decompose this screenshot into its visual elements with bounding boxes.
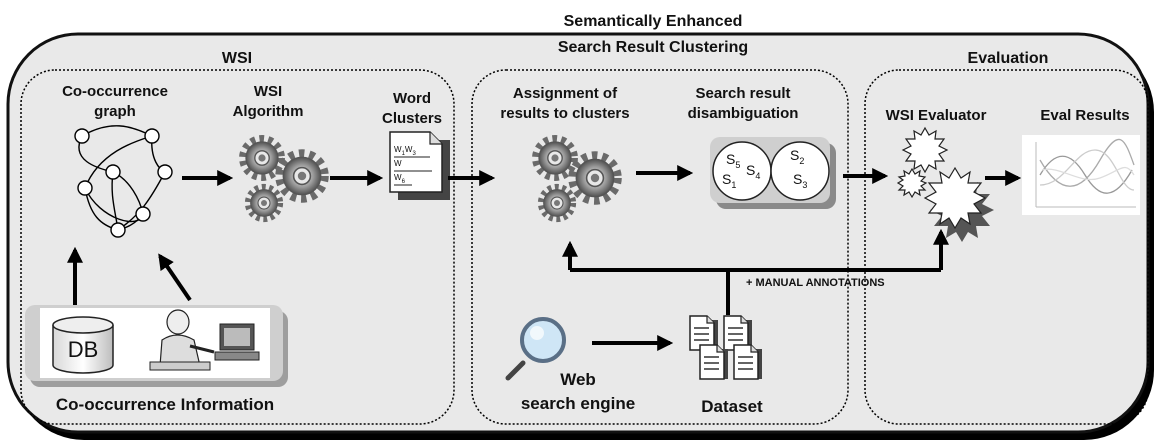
- word-clusters-label-2: Clusters: [382, 110, 442, 127]
- cooccurrence-info-label: Co-occurrence Information: [56, 395, 274, 414]
- srch-section: [471, 69, 849, 425]
- search-arrows: [562, 165, 949, 351]
- doc-line-3: W6: [394, 173, 406, 185]
- eval-results-chart-icon: [1022, 135, 1140, 215]
- wsi-arrows: [67, 170, 496, 305]
- word-clusters-document-icon: W1W3 W W6: [389, 131, 450, 200]
- doc-line-2: W: [394, 159, 402, 168]
- wsi-algorithm-label-2: Algorithm: [233, 103, 304, 120]
- web-search-label-1: Web: [560, 370, 596, 389]
- wsi-evaluator-icon: [896, 126, 994, 242]
- db-label: DB: [68, 337, 99, 362]
- disambiguation-panel: S5 S4 S1 S2 S3: [710, 137, 836, 209]
- assignment-label-2: results to clusters: [500, 105, 629, 122]
- main-title-line2: Search Result Clustering: [558, 39, 748, 56]
- evaluation-title: Evaluation: [968, 50, 1049, 67]
- word-clusters-label-1: Word: [393, 90, 431, 107]
- doc-line-1: W1W3: [394, 145, 416, 157]
- database-icon: [52, 316, 114, 374]
- web-search-label-2: search engine: [521, 394, 635, 413]
- assignment-label-1: Assignment of: [513, 85, 618, 102]
- s3-label: S3: [793, 171, 807, 190]
- s2-label: S2: [790, 147, 804, 166]
- s1-label: S1: [722, 171, 736, 190]
- manual-annotations-label: + MANUAL ANNOTATIONS: [746, 277, 885, 289]
- wsi-algorithm-label-1: WSI: [254, 83, 282, 100]
- cluster-circle-2: [770, 141, 830, 201]
- annotator-at-computer-icon: [149, 309, 260, 371]
- main-title-line1: Semantically Enhanced: [564, 13, 743, 30]
- s5-label: S5: [726, 151, 740, 170]
- s4-label: S4: [746, 162, 760, 181]
- disambiguation-label-2: disambiguation: [688, 105, 799, 122]
- disambiguation-label-1: Search result: [695, 85, 790, 102]
- dataset-label: Dataset: [701, 397, 763, 416]
- dataset-icon: [689, 315, 763, 380]
- magnifier-icon: [505, 317, 566, 381]
- wsi-section: [20, 69, 455, 425]
- wsi-evaluator-label: WSI Evaluator: [886, 107, 987, 124]
- cooc-graph-label-2: graph: [94, 103, 136, 120]
- cooc-graph-label-1: Co-occurrence: [62, 83, 168, 100]
- eval-results-label: Eval Results: [1040, 107, 1129, 124]
- graph-nodes: [74, 128, 173, 238]
- wsi-title: WSI: [222, 50, 252, 67]
